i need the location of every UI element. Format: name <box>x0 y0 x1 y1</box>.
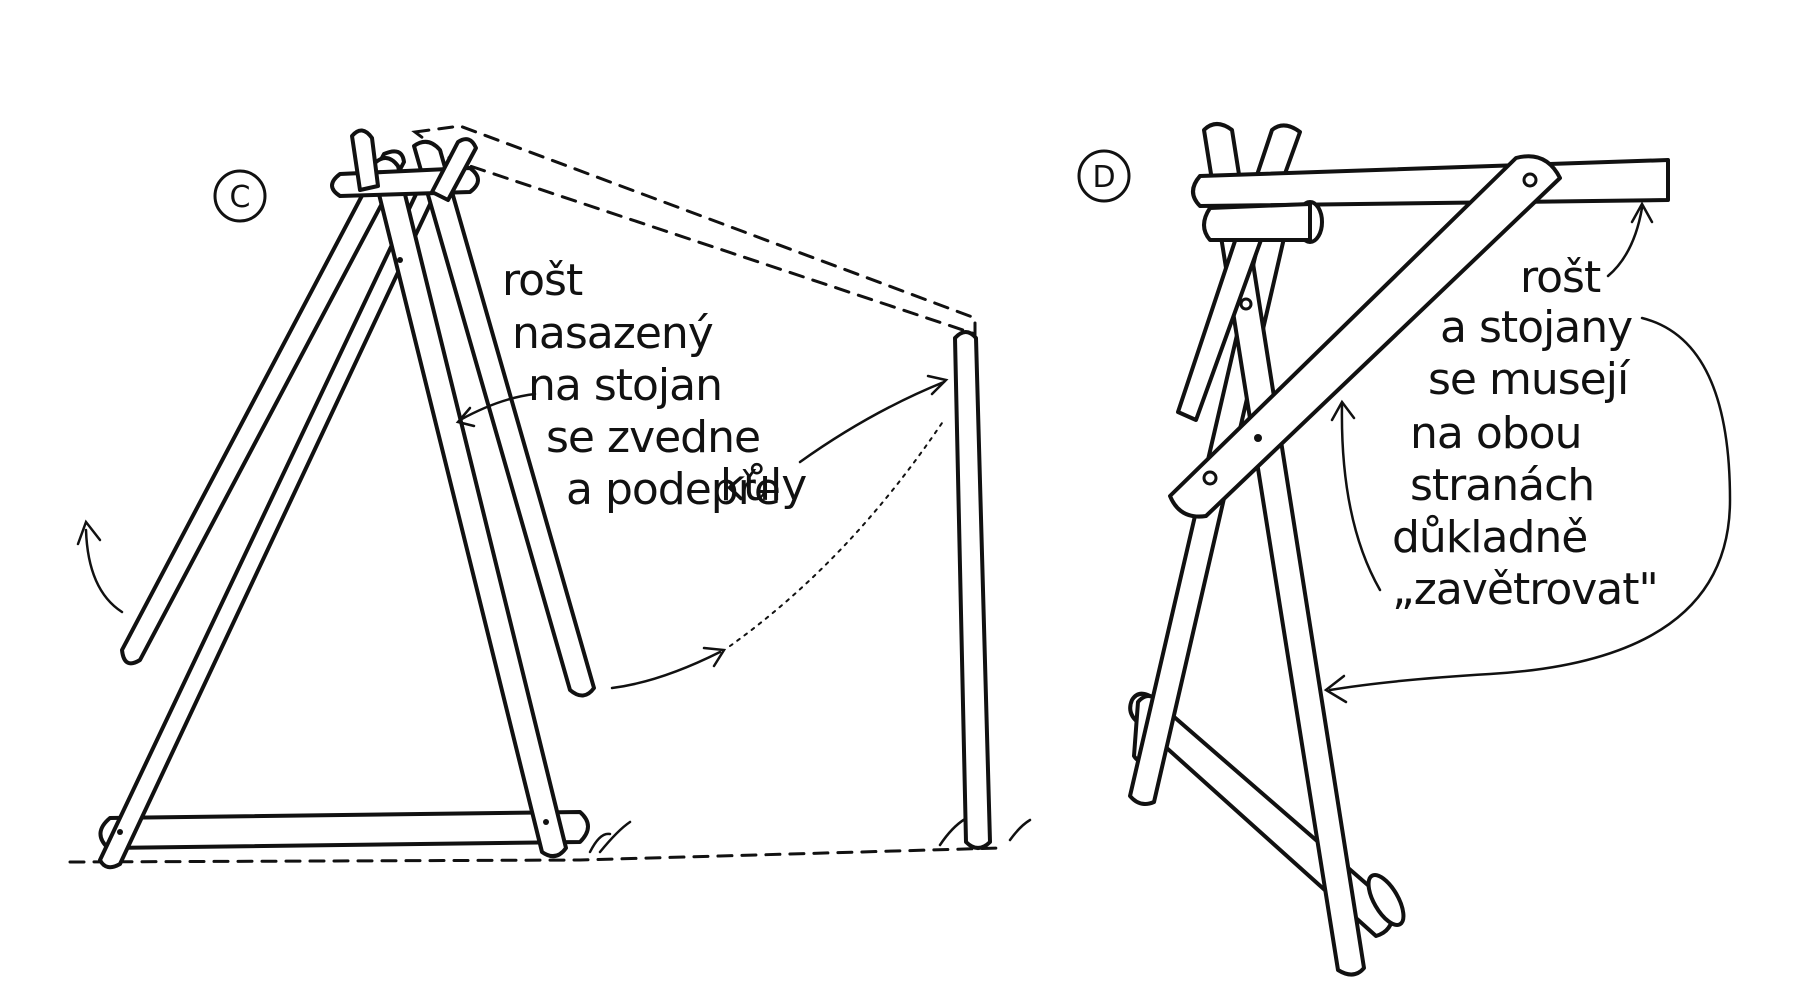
panel-d-bolt-hole <box>1239 297 1253 311</box>
panel-c-note-line: se zvedne <box>546 412 760 463</box>
panel-d-note-line: stranách <box>1410 460 1594 511</box>
panel-d-right-leg <box>1202 122 1366 977</box>
panel-c-apex-stub-left <box>350 128 380 192</box>
panel-d-note-line: rošt <box>1520 252 1601 303</box>
panel-c-note-pointer <box>458 392 537 422</box>
panel-d-stands-bracket-head <box>1323 674 1348 704</box>
panel-c-stand-right-leg <box>370 156 568 859</box>
panel-c-swing-arrowhead <box>702 646 727 668</box>
panel-c-swing-arrow <box>610 650 722 690</box>
panel-d-bolt-hole <box>1254 434 1262 442</box>
panel-c-ground-pole <box>98 810 590 850</box>
panel-d-note-line: důkladně <box>1392 512 1587 563</box>
panel-c-stake-long <box>98 186 434 870</box>
panel-c: C rošt nasazený na stojan se zvedne a po… <box>68 124 1032 870</box>
panel-d-diagonal-brace <box>1168 154 1562 519</box>
panel-c-badge-label: C <box>230 180 251 215</box>
panel-c-badge: C <box>213 169 267 223</box>
panel-c-note: rošt nasazený na stojan se zvedne a pode… <box>502 255 806 515</box>
panel-c-kuly-pointer <box>798 380 946 464</box>
panel-c-binding-dot <box>543 819 549 825</box>
panel-c-grass-tuft <box>588 817 1032 854</box>
panel-d-stands-bracket <box>1328 316 1732 692</box>
panel-c-lifted-pole <box>120 149 406 666</box>
panel-c-raised-grate-outline <box>411 124 977 337</box>
panel-d-badge-label: D <box>1092 160 1115 195</box>
panel-d-note-line: na obou <box>1410 408 1582 459</box>
panel-d-note-line: „zavětrovat" <box>1392 564 1658 615</box>
panel-c-front-right-pole <box>412 139 596 698</box>
panel-d-grate-pointer <box>1606 206 1644 278</box>
panel-c-lift-arrowhead <box>76 519 102 546</box>
panel-c-lift-arrow <box>84 528 124 614</box>
panel-c-note-line: na stojan <box>528 360 722 411</box>
panel-c-note-line: kůly <box>720 460 806 511</box>
panel-d-brace-pointer-head <box>1330 399 1356 422</box>
panel-c-swing-path <box>729 419 945 647</box>
panel-d: D rošt a stojany se musejí na obou stran… <box>1077 122 1732 977</box>
panel-c-binding-dot <box>397 257 403 263</box>
panel-d-brace-pointer <box>1340 402 1382 592</box>
panel-c-apex-stub-right <box>430 137 478 202</box>
panel-d-bottom-pole-end <box>1366 873 1406 927</box>
panel-c-note-line: nasazený <box>512 308 713 359</box>
panel-c-note-pointer-head <box>455 406 476 428</box>
panel-c-support-stake <box>953 330 992 850</box>
panel-d-note: rošt a stojany se musejí na obou stranác… <box>1392 252 1658 615</box>
panel-d-grate-pointer-head <box>1630 201 1654 224</box>
panel-c-note-line: rošt <box>502 255 583 306</box>
panel-d-note-line: se musejí <box>1428 354 1631 405</box>
panel-c-ground-line <box>68 846 1002 864</box>
panel-c-note-line: a podepře <box>566 464 780 515</box>
panel-d-crossbar-lower <box>1202 202 1312 242</box>
panel-c-kuly-pointer-head <box>926 374 949 396</box>
panel-d-bolt-hole <box>1202 470 1218 486</box>
panel-d-bolt-hole <box>1522 172 1538 188</box>
panel-c-binding-dot <box>117 829 123 835</box>
panel-d-badge: D <box>1077 149 1131 203</box>
panel-d-note-line: a stojany <box>1440 302 1632 353</box>
